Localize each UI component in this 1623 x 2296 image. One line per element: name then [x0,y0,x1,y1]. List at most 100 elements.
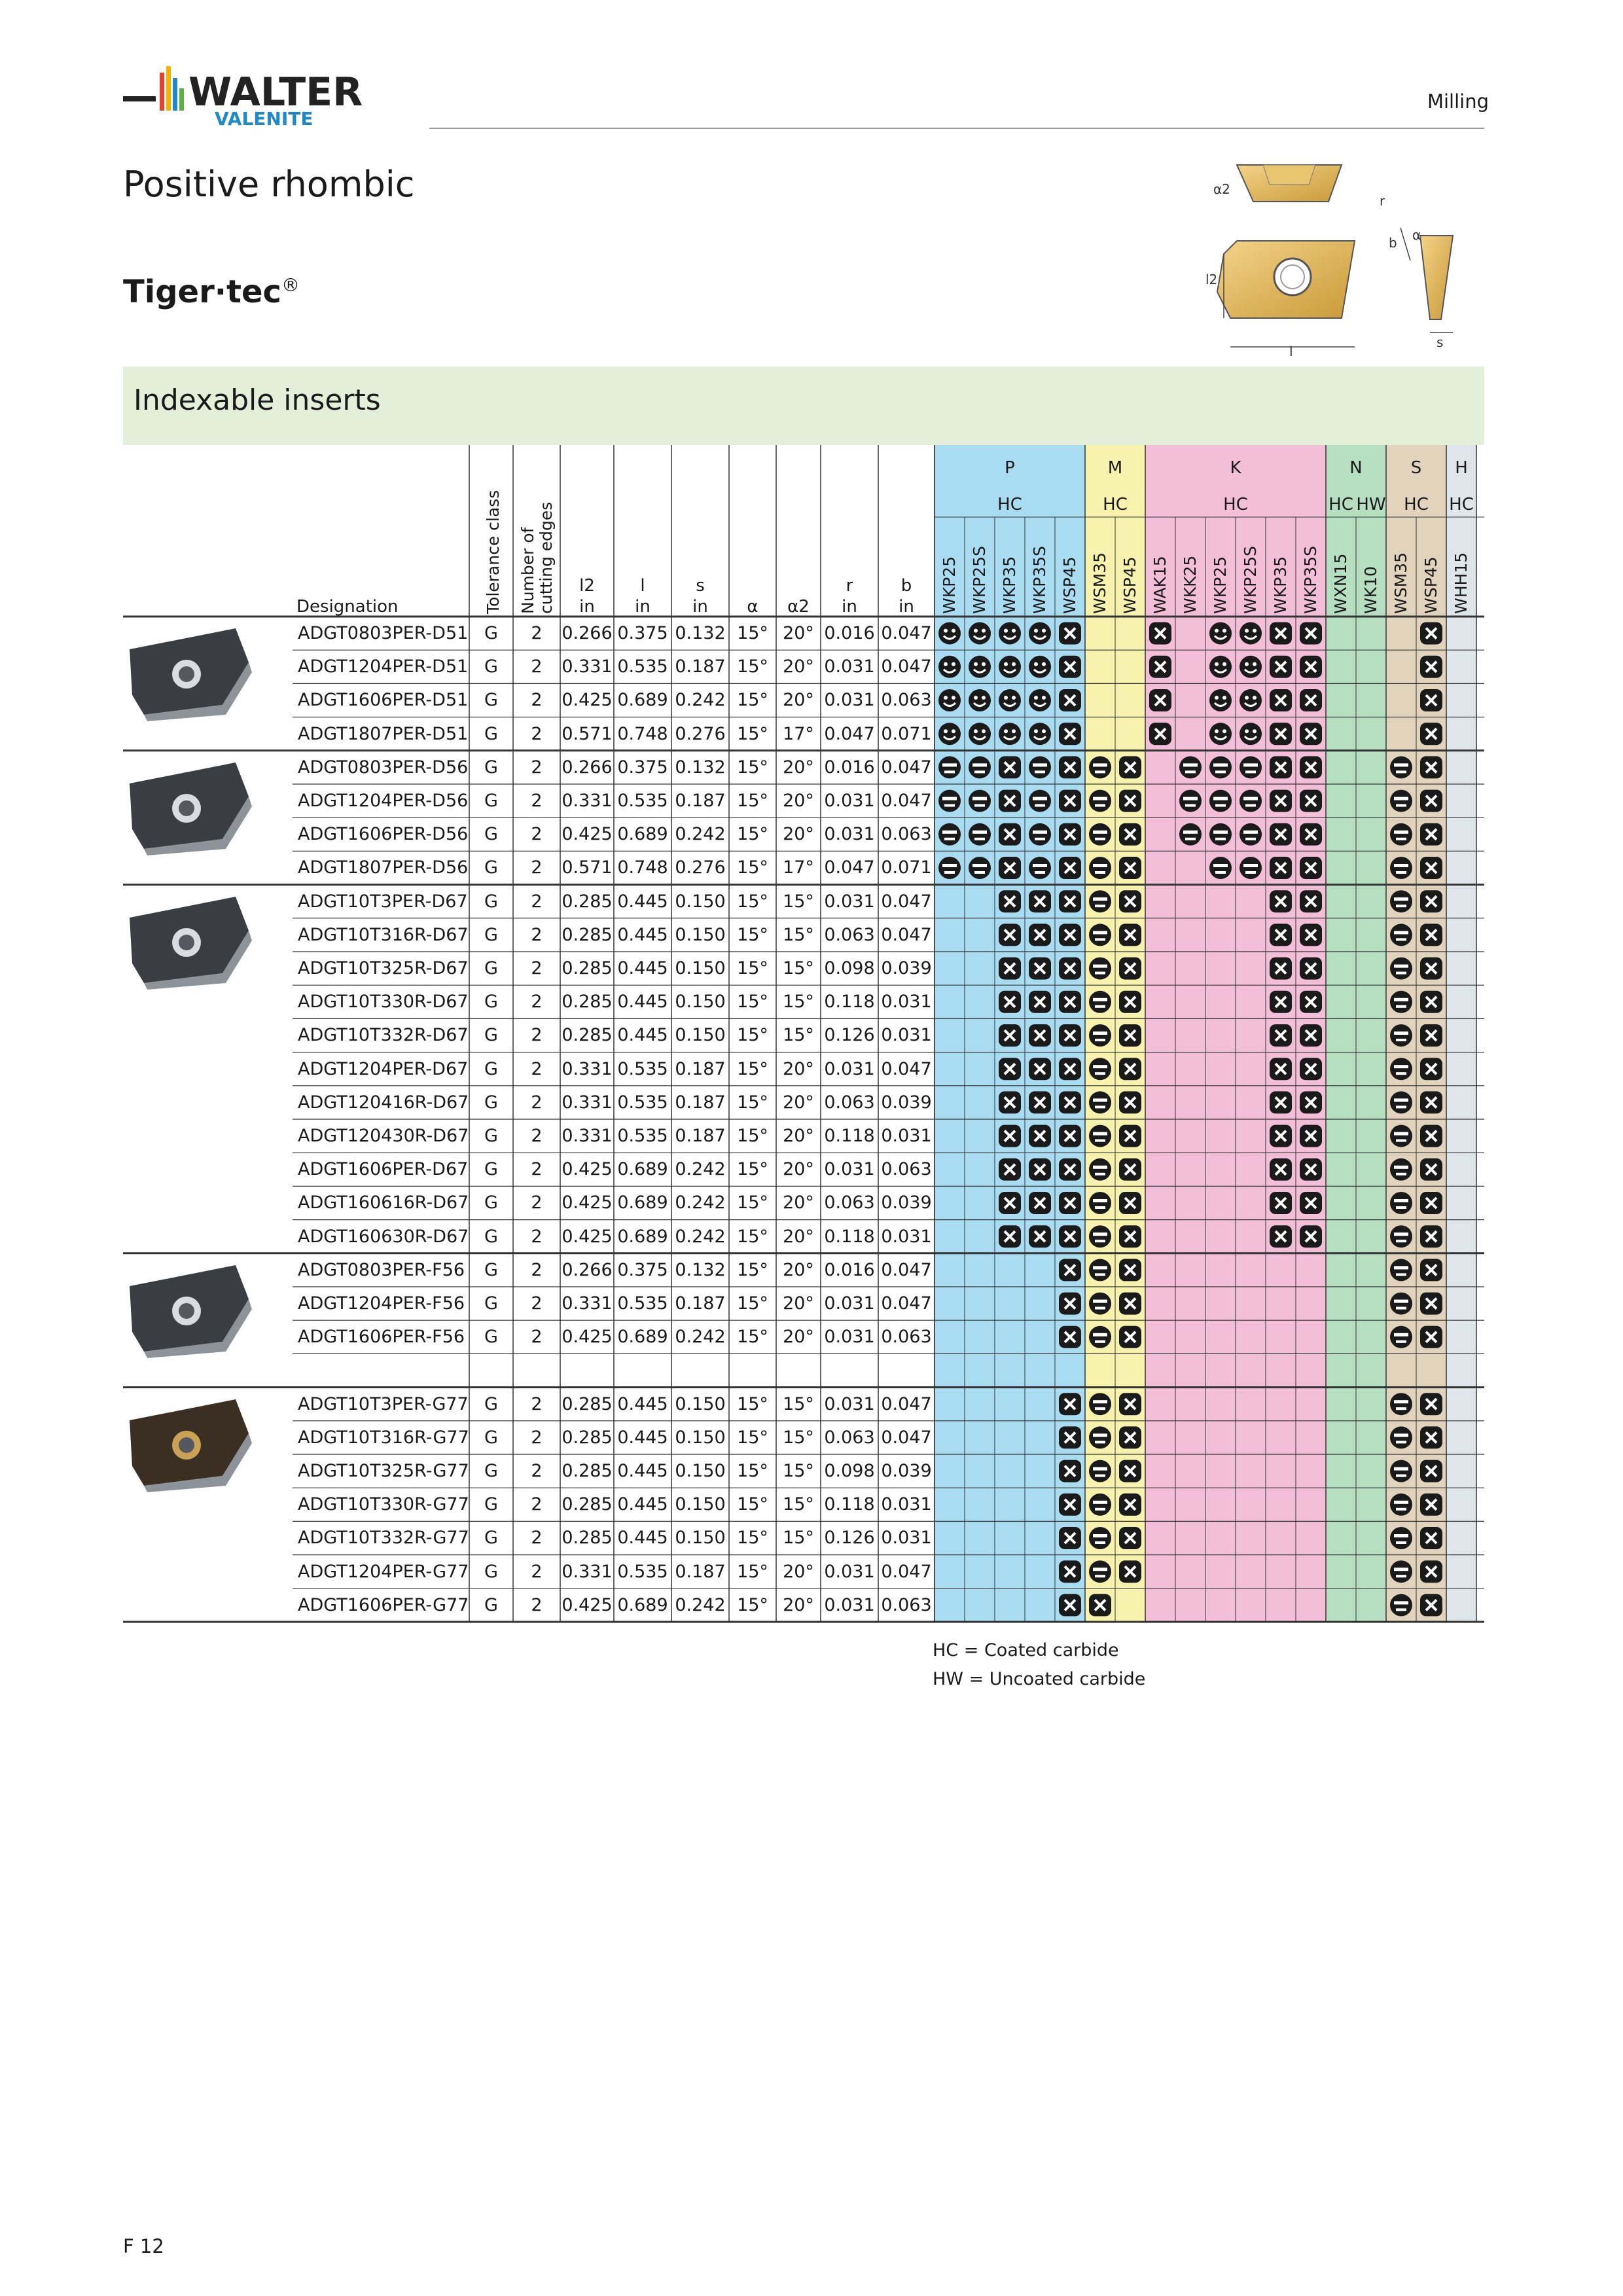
value-cell: 2 [531,958,543,978]
value-cell: 0.047 [881,1259,932,1280]
value-cell: G [484,1461,498,1481]
alternative-application-icon [1300,957,1322,980]
alternative-application-icon [1119,823,1141,846]
alternative-application-icon [1059,823,1081,846]
product-line-title: Tiger·tec® [123,274,300,310]
value-cell: 0.047 [881,1293,932,1314]
alternative-application-icon [1059,1058,1081,1081]
insert-hole-inner [179,800,194,816]
value-cell: 0.071 [881,723,932,744]
value-cell: 15° [737,1293,768,1314]
suitable-application-icon [1390,1225,1412,1248]
value-cell: 0.047 [881,791,932,811]
value-cell: 0.016 [824,623,875,643]
value-cell: 15° [737,623,768,643]
value-cell: 0.063 [881,824,932,845]
value-cell: 0.425 [562,690,613,711]
subgroup-label: HC [1223,495,1248,514]
col-header-6: b [901,576,912,596]
value-cell: G [484,1594,498,1615]
value-cell: 0.150 [675,1025,726,1046]
suitable-application-icon [1029,823,1051,846]
alternative-application-icon [1119,857,1141,879]
alternative-application-icon [1300,1158,1322,1181]
alternative-application-icon [1059,1292,1081,1315]
suitable-application-icon [1390,789,1412,812]
value-cell: G [484,1159,498,1180]
alternative-application-icon [999,1192,1021,1214]
value-cell: 20° [783,757,814,778]
value-cell: 15° [737,1393,768,1414]
brand-line2: VALENITE [215,108,313,130]
value-cell: 2 [531,1193,543,1213]
value-cell: 17° [783,857,814,878]
value-cell: 0.285 [562,992,613,1013]
alternative-application-icon [1420,622,1442,645]
alternative-application-icon [999,857,1021,879]
value-cell: 2 [531,1293,543,1314]
suitable-application-icon [1089,924,1111,946]
suitable-application-icon [1089,1259,1111,1282]
col-header-3: α [747,597,758,617]
insert-photo [130,628,252,721]
value-cell: 0.047 [881,656,932,677]
value-cell: 20° [783,1293,814,1314]
alternative-application-icon [1300,1192,1322,1214]
alternative-application-icon [999,756,1021,779]
alternative-application-icon [1059,1560,1081,1583]
alternative-application-icon [999,789,1021,812]
value-cell: 15° [737,992,768,1013]
alternative-application-icon [999,823,1021,846]
value-cell: 0.242 [675,690,726,711]
value-cell: 0.285 [562,1461,613,1481]
product-line-name: Tiger·tec [123,274,281,310]
alternative-application-icon [1270,689,1292,711]
value-cell: 20° [783,1092,814,1113]
alternative-application-icon [1420,1393,1442,1416]
insert-hole-inner [179,1437,194,1453]
value-cell: 0.445 [617,1025,668,1046]
value-cell: 20° [783,1159,814,1180]
value-cell: 15° [737,1528,768,1549]
alternative-application-icon [1270,957,1292,980]
value-cell: G [484,1259,498,1280]
alternative-application-icon [1270,756,1292,779]
col-header-5: r [846,576,853,596]
value-cell: 0.063 [824,924,875,945]
insert-edge [144,1433,252,1492]
alternative-application-icon [1420,957,1442,980]
suitable-application-icon [1390,857,1412,879]
value-cell: 0.425 [562,1327,613,1348]
suitable-application-icon [1089,957,1111,980]
alternative-application-icon [1270,1225,1292,1248]
value-cell: 0.047 [881,1393,932,1414]
suitable-application-icon [1390,1158,1412,1181]
designation-cell: ADGT10T316R-D67 [298,924,469,945]
alternative-application-icon [1119,1024,1141,1047]
alternative-application-icon [1059,1460,1081,1482]
alternative-application-icon [1420,1493,1442,1516]
alternative-application-icon [1300,990,1322,1013]
designation-cell: ADGT10T330R-G77 [298,1494,469,1515]
value-cell: 2 [531,757,543,778]
value-cell: 0.047 [881,1427,932,1448]
designation-cell: ADGT10T332R-D67 [298,1025,469,1046]
main-application-icon [999,655,1021,678]
value-cell: 0.425 [562,1594,613,1615]
grade-suitability-symbols [938,622,1442,1617]
value-cell: 0.571 [562,723,613,744]
alternative-application-icon [1029,1091,1051,1114]
suitable-application-icon [1089,890,1111,913]
value-cell: 15° [737,1427,768,1448]
alternative-application-icon [1270,857,1292,879]
value-cell: 0.445 [617,992,668,1013]
value-cell: G [484,1561,498,1582]
suitable-application-icon [1089,1091,1111,1114]
value-cell: G [484,656,498,677]
col-header-unit-1: in [635,597,651,617]
value-cell: 0.118 [824,1126,875,1146]
value-cell: 0.331 [562,656,613,677]
designation-cell: ADGT1807PER-D56 [298,857,469,878]
value-cell: 0.126 [824,1025,875,1046]
value-cell: 0.031 [824,1594,875,1615]
